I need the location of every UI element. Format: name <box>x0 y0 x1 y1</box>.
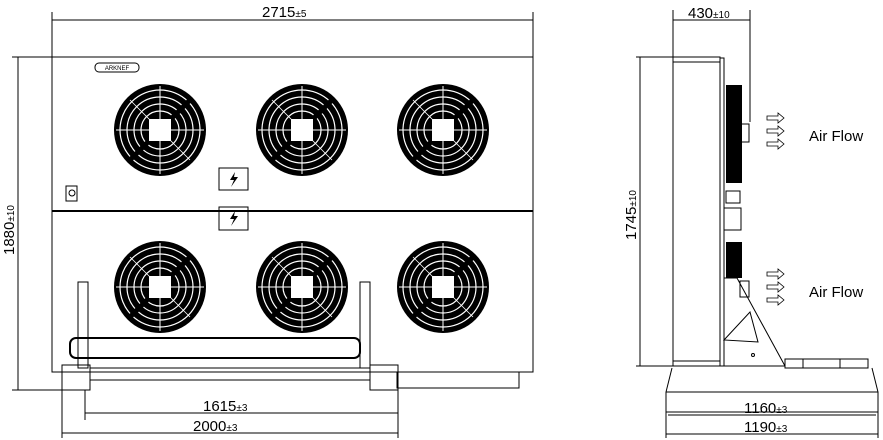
airflow-arrows-top <box>766 112 785 150</box>
electrical-box-icon <box>218 206 249 231</box>
base-outer-dimension: 1190±3 <box>744 419 788 436</box>
leg-inner-dimension: 1615±3 <box>203 398 248 415</box>
fan-bottom-2 <box>256 241 348 333</box>
front-view: 2715±5 1880±10 ARKNEF <box>1 4 534 438</box>
base-frame <box>665 367 879 413</box>
unit-casing <box>51 56 534 373</box>
fan-bottom-3 <box>397 241 489 333</box>
fan-motor-bottom <box>726 242 742 278</box>
airflow-label-top: Air Flow <box>809 128 863 145</box>
isolator-switch-icon <box>65 185 78 202</box>
coil-casing <box>672 56 721 367</box>
side-view: 430±10 1745±10 1160±3 1190±3 <box>623 5 879 438</box>
fan-top-3 <box>397 84 489 176</box>
airflow-label-bottom: Air Flow <box>809 284 863 301</box>
support-bracket <box>724 277 786 367</box>
fan-bottom-1 <box>114 241 206 333</box>
electrical-box-icon <box>218 167 249 191</box>
support-legs <box>61 281 520 391</box>
fan-motor-top <box>726 85 742 183</box>
svg-text:ARKNEF: ARKNEF <box>105 66 130 72</box>
fan-top-1 <box>114 84 206 176</box>
height-dimension: 1880±10 <box>1 205 18 255</box>
side-height-dimension: 1745±10 <box>623 190 640 240</box>
width-dimension: 2715±5 <box>262 4 307 21</box>
fan-top-2 <box>256 84 348 176</box>
leg-outer-dimension: 2000±3 <box>193 418 238 435</box>
base-inner-dimension: 1160±3 <box>744 400 788 417</box>
airflow-arrows-bottom <box>766 268 785 306</box>
logo: ARKNEF <box>94 62 140 73</box>
depth-dimension: 430±10 <box>688 5 730 22</box>
